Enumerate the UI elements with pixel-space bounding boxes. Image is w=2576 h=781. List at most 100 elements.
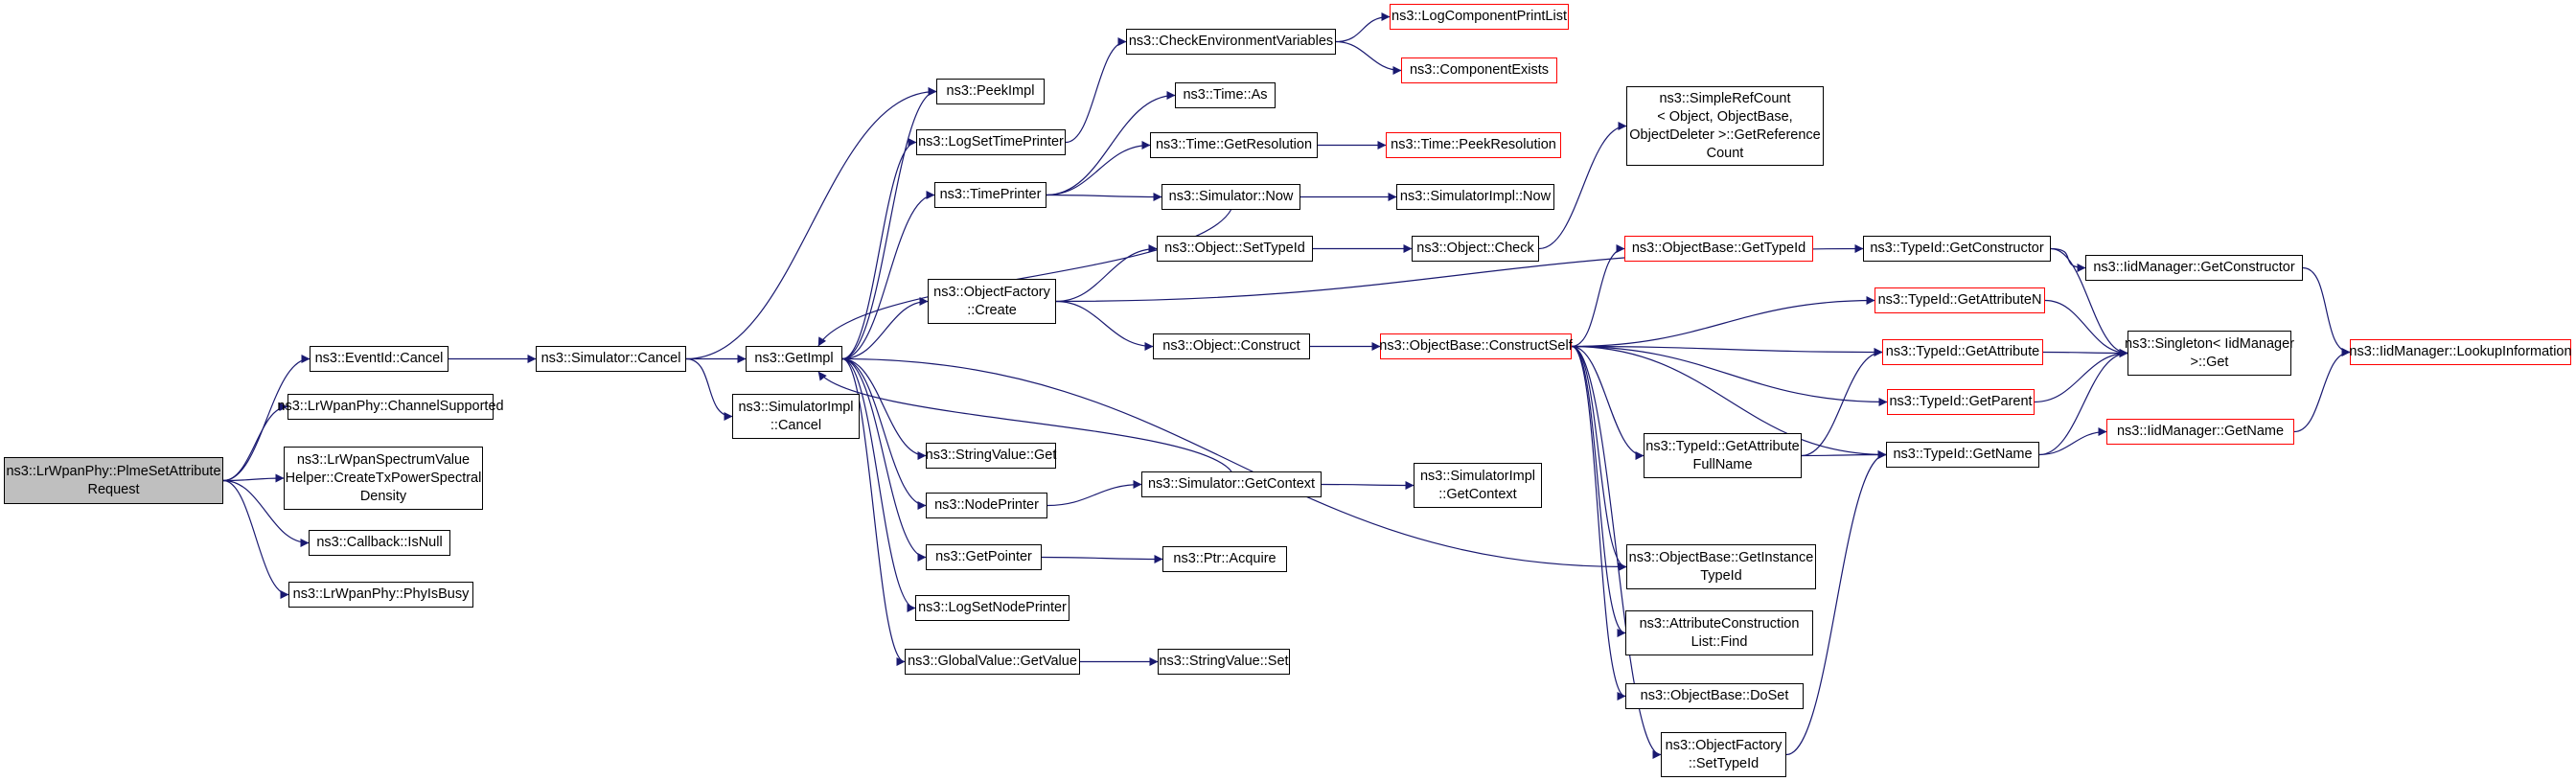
edge-getimpl-to-logsettimeprinter [841,138,917,360]
node-callback-isnull[interactable]: ns3::Callback::IsNull [309,530,450,556]
edge-check_env-to-component_exists [1335,40,1402,75]
node-lrwpanspectrumvaluehelper-createtxpowerspectraldensity[interactable]: ns3::LrWpanSpectrumValue Helper::CreateT… [284,447,483,510]
node-time-getresolution[interactable]: ns3::Time::GetResolution [1150,132,1318,158]
edge-objectbase_constructself-to-typeid_getattribute [1571,345,1883,356]
edge-typeid_getname-to-singleton_get [2038,349,2128,456]
node-lrwpanphy-plmesetattributerequest: ns3::LrWpanPhy::PlmeSetAttribute Request [4,457,223,504]
edge-check_env-to-log_component_printlist [1335,12,1391,43]
edge-sim_now-to-getimpl [817,209,1232,347]
node-getpointer[interactable]: ns3::GetPointer [926,544,1042,570]
edge-getpointer-to-ptr_acquire [1041,554,1163,563]
node-globalvalue-getvalue[interactable]: ns3::GlobalValue::GetValue [905,649,1080,675]
edge-root-to-channel_supported [222,402,288,482]
node-objectbase-constructself[interactable]: ns3::ObjectBase::ConstructSelf [1379,333,1573,359]
node-lrwpanphy-phyisbusy[interactable]: ns3::LrWpanPhy::PhyIsBusy [288,582,473,608]
node-iidmanager-getname[interactable]: ns3::IidManager::GetName [2106,419,2294,445]
node-getimpl[interactable]: ns3::GetImpl [746,346,842,372]
edge-typeid_getconstructor-to-singleton_get [2050,247,2128,357]
node-objectbase-getinstancetypeid[interactable]: ns3::ObjectBase::GetInstance TypeId [1626,544,1816,589]
edge-typeid_getname-to-iidmanager_getname [2038,427,2107,456]
edge-iidmanager_getconstructor-to-iidmanager_lookupinformation [2302,266,2351,356]
edge-objectbase_constructself-to-typeid_getattributen [1571,296,1875,348]
node-simulatorimpl-now[interactable]: ns3::SimulatorImpl::Now [1396,184,1554,210]
edge-typeid_getattributen-to-singleton_get [2044,299,2128,357]
node-iidmanager-lookupinformation[interactable]: ns3::IidManager::LookupInformation [2349,339,2572,365]
node-lrwpanphy-channelsupported[interactable]: ns3::LrWpanPhy::ChannelSupported [277,394,504,420]
node-objectfactory-create[interactable]: ns3::ObjectFactory ::Create [928,279,1056,324]
node-simulator-now[interactable]: ns3::Simulator::Now [1162,184,1300,210]
edge-timeprinter-to-time_as [1046,91,1176,196]
edge-getimpl-to-stringvalue_get [841,357,927,460]
edge-typeid_getattributefullname-to-typeid_getattribute [1801,348,1883,457]
edge-objectbase_constructself-to-objfactory_settypeid [1571,345,1662,759]
edge-getimpl-to-globalvalue_getvalue [841,357,906,666]
edge-getimpl-to-objfactory_create [841,297,929,360]
node-simulatorimpl-cancel[interactable]: ns3::SimulatorImpl ::Cancel [732,394,860,439]
edge-objectbase_constructself-to-objectbase_gettypeid [1571,244,1625,348]
node-objectfactory-settypeid[interactable]: ns3::ObjectFactory ::SetTypeId [1661,732,1786,777]
node-attributeconstructionlist-find[interactable]: ns3::AttributeConstruction List::Find [1625,610,1813,655]
edge-objectbase_constructself-to-typeid_getname [1571,345,1887,459]
node-logcomponentprintlist[interactable]: ns3::LogComponentPrintList [1390,4,1569,30]
edge-nodeprinter-to-sim_getcontext [1046,480,1142,507]
edge-root-to-create_tx_psd [222,473,285,483]
node-eventid-cancel[interactable]: ns3::EventId::Cancel [310,346,448,372]
node-stringvalue-set[interactable]: ns3::StringValue::Set [1158,649,1290,675]
edge-typeid_getparent-to-singleton_get [2034,349,2128,403]
edge-getimpl-to-getpointer [841,357,927,562]
edge-objfactory_create-to-object_settypeid [1055,244,1158,303]
node-simplerefcount-getreferencecount[interactable]: ns3::SimpleRefCount < Object, ObjectBase… [1626,86,1824,166]
edge-getimpl-to-peekimpl [841,87,937,360]
node-objectbase-gettypeid[interactable]: ns3::ObjectBase::GetTypeId [1624,236,1813,262]
edge-objfactory_settypeid-to-typeid_getname [1785,450,1887,756]
node-time-peekresolution[interactable]: ns3::Time::PeekResolution [1386,132,1561,158]
edge-getimpl-to-nodeprinter [841,357,927,510]
node-logsettimeprinter[interactable]: ns3::LogSetTimePrinter [916,129,1066,155]
edge-object_check-to-simple_refcount [1538,122,1627,250]
node-logsetnodeprinter[interactable]: ns3::LogSetNodePrinter [915,595,1070,621]
node-objectbase-doset[interactable]: ns3::ObjectBase::DoSet [1625,683,1804,709]
edge-logsettimeprinter-to-check_env [1065,37,1127,144]
edge-objectbase_constructself-to-objectbase_doset [1571,345,1626,701]
node-ptr-acquire[interactable]: ns3::Ptr::Acquire [1162,546,1287,572]
edge-iidmanager_getname-to-iidmanager_lookupinformation [2293,348,2351,433]
edge-typeid_getattribute-to-singleton_get [2042,348,2128,357]
node-object-construct[interactable]: ns3::Object::Construct [1153,333,1310,359]
node-typeid-getparent[interactable]: ns3::TypeId::GetParent [1887,389,2035,415]
node-stringvalue-get[interactable]: ns3::StringValue::Get [926,443,1056,469]
node-peekimpl[interactable]: ns3::PeekImpl [936,79,1045,104]
edge-root-to-callback_isnull [222,479,310,547]
node-typeid-getattributen[interactable]: ns3::TypeId::GetAttributeN [1874,287,2045,313]
node-nodeprinter[interactable]: ns3::NodePrinter [926,493,1047,518]
edge-sim_getcontext-to-getimpl [817,371,1232,472]
edge-sim_cancel-to-peekimpl [685,87,937,360]
edge-getimpl-to-objectbase_getinstancetypeid [841,357,1627,571]
node-object-check[interactable]: ns3::Object::Check [1412,236,1539,262]
node-timeprinter[interactable]: ns3::TimePrinter [934,182,1046,208]
node-typeid-getname[interactable]: ns3::TypeId::GetName [1886,442,2039,468]
node-simulatorimpl-getcontext[interactable]: ns3::SimulatorImpl ::GetContext [1414,463,1542,508]
edge-sim_getcontext-to-simimpl_getcontext [1321,480,1414,490]
node-simulator-getcontext[interactable]: ns3::Simulator::GetContext [1141,471,1322,497]
node-object-settypeid[interactable]: ns3::Object::SetTypeId [1157,236,1313,262]
edge-objectbase_constructself-to-typeid_getattributefullname [1571,345,1644,460]
node-singleton-iidmanager-get[interactable]: ns3::Singleton< IidManager >::Get [2125,331,2294,376]
edge-timeprinter-to-sim_now [1046,192,1162,201]
edge-getimpl-to-timeprinter [841,191,935,360]
node-typeid-getattributefullname[interactable]: ns3::TypeId::GetAttribute FullName [1644,433,1802,478]
node-iidmanager-getconstructor[interactable]: ns3::IidManager::GetConstructor [2085,255,2303,281]
edge-objectbase_constructself-to-typeid_getparent [1571,345,1888,406]
edge-getimpl-to-logsetnodeprinter [841,357,916,612]
node-time-as[interactable]: ns3::Time::As [1175,82,1276,108]
edge-objfactory_create-to-object_construct [1055,300,1154,351]
edge-timeprinter-to-time_getresolution [1046,141,1151,196]
edge-objectbase_constructself-to-attrlist_find [1571,345,1626,637]
node-checkenvironmentvariables[interactable]: ns3::CheckEnvironmentVariables [1126,29,1336,55]
edge-typeid_getattributefullname-to-typeid_getname [1801,450,1887,460]
node-componentexists[interactable]: ns3::ComponentExists [1401,57,1557,83]
node-typeid-getattribute[interactable]: ns3::TypeId::GetAttribute [1882,339,2043,365]
node-simulator-cancel[interactable]: ns3::Simulator::Cancel [536,346,686,372]
node-typeid-getconstructor[interactable]: ns3::TypeId::GetConstructor [1863,236,2051,262]
